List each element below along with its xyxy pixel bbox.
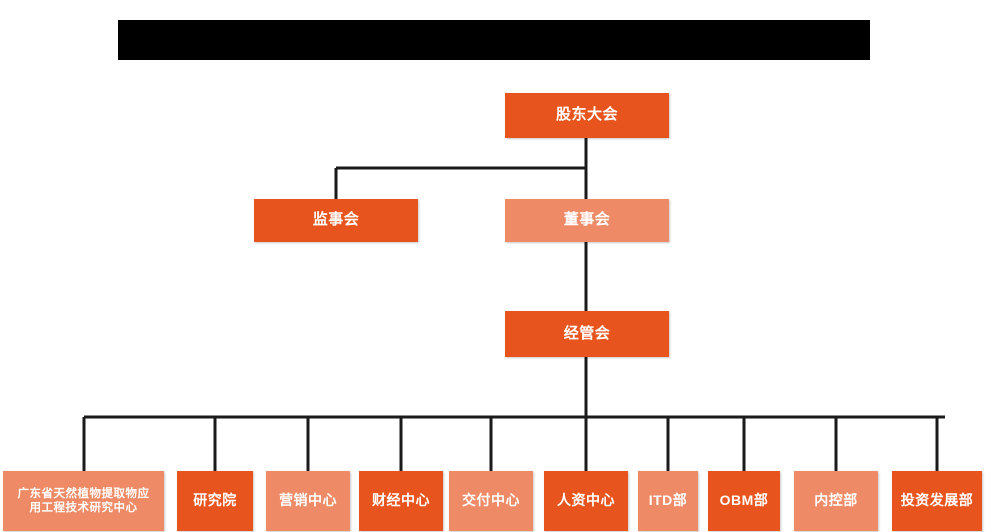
- node-management[interactable]: 经管会: [505, 311, 669, 357]
- node-institute[interactable]: 研究院: [177, 471, 253, 531]
- node-delivery-center-label: 交付中心: [462, 492, 520, 509]
- node-shareholders-label: 股东大会: [555, 106, 618, 124]
- node-supervisory-label: 监事会: [312, 211, 360, 229]
- node-obm-dept-label: OBM部: [719, 492, 769, 509]
- title-banner-redacted: [118, 20, 870, 60]
- node-supervisory[interactable]: 监事会: [254, 199, 418, 242]
- node-finance-center-label: 财经中心: [372, 492, 430, 509]
- node-finance-center[interactable]: 财经中心: [359, 471, 443, 531]
- node-investment-development-dept-label: 投资发展部: [900, 492, 974, 509]
- node-investment-development-dept[interactable]: 投资发展部: [892, 471, 982, 531]
- node-research-center-label: 广东省天然植物提取物应 用工程技术研究中心: [17, 487, 150, 514]
- node-delivery-center[interactable]: 交付中心: [449, 471, 533, 531]
- node-internal-control-dept-label: 内控部: [814, 492, 858, 509]
- node-board[interactable]: 董事会: [505, 199, 669, 242]
- node-hr-center-label: 人资中心: [557, 492, 615, 509]
- node-hr-center[interactable]: 人资中心: [544, 471, 628, 531]
- node-institute-label: 研究院: [193, 492, 237, 509]
- node-itd-dept-label: ITD部: [648, 492, 688, 509]
- node-internal-control-dept[interactable]: 内控部: [794, 471, 878, 531]
- node-shareholders[interactable]: 股东大会: [505, 93, 669, 138]
- node-itd-dept[interactable]: ITD部: [638, 471, 698, 531]
- node-marketing-center[interactable]: 营销中心: [266, 471, 350, 531]
- node-research-center[interactable]: 广东省天然植物提取物应 用工程技术研究中心: [3, 471, 164, 531]
- node-management-label: 经管会: [563, 324, 611, 342]
- node-obm-dept[interactable]: OBM部: [708, 471, 780, 531]
- node-marketing-center-label: 营销中心: [279, 492, 337, 509]
- node-board-label: 董事会: [563, 211, 611, 229]
